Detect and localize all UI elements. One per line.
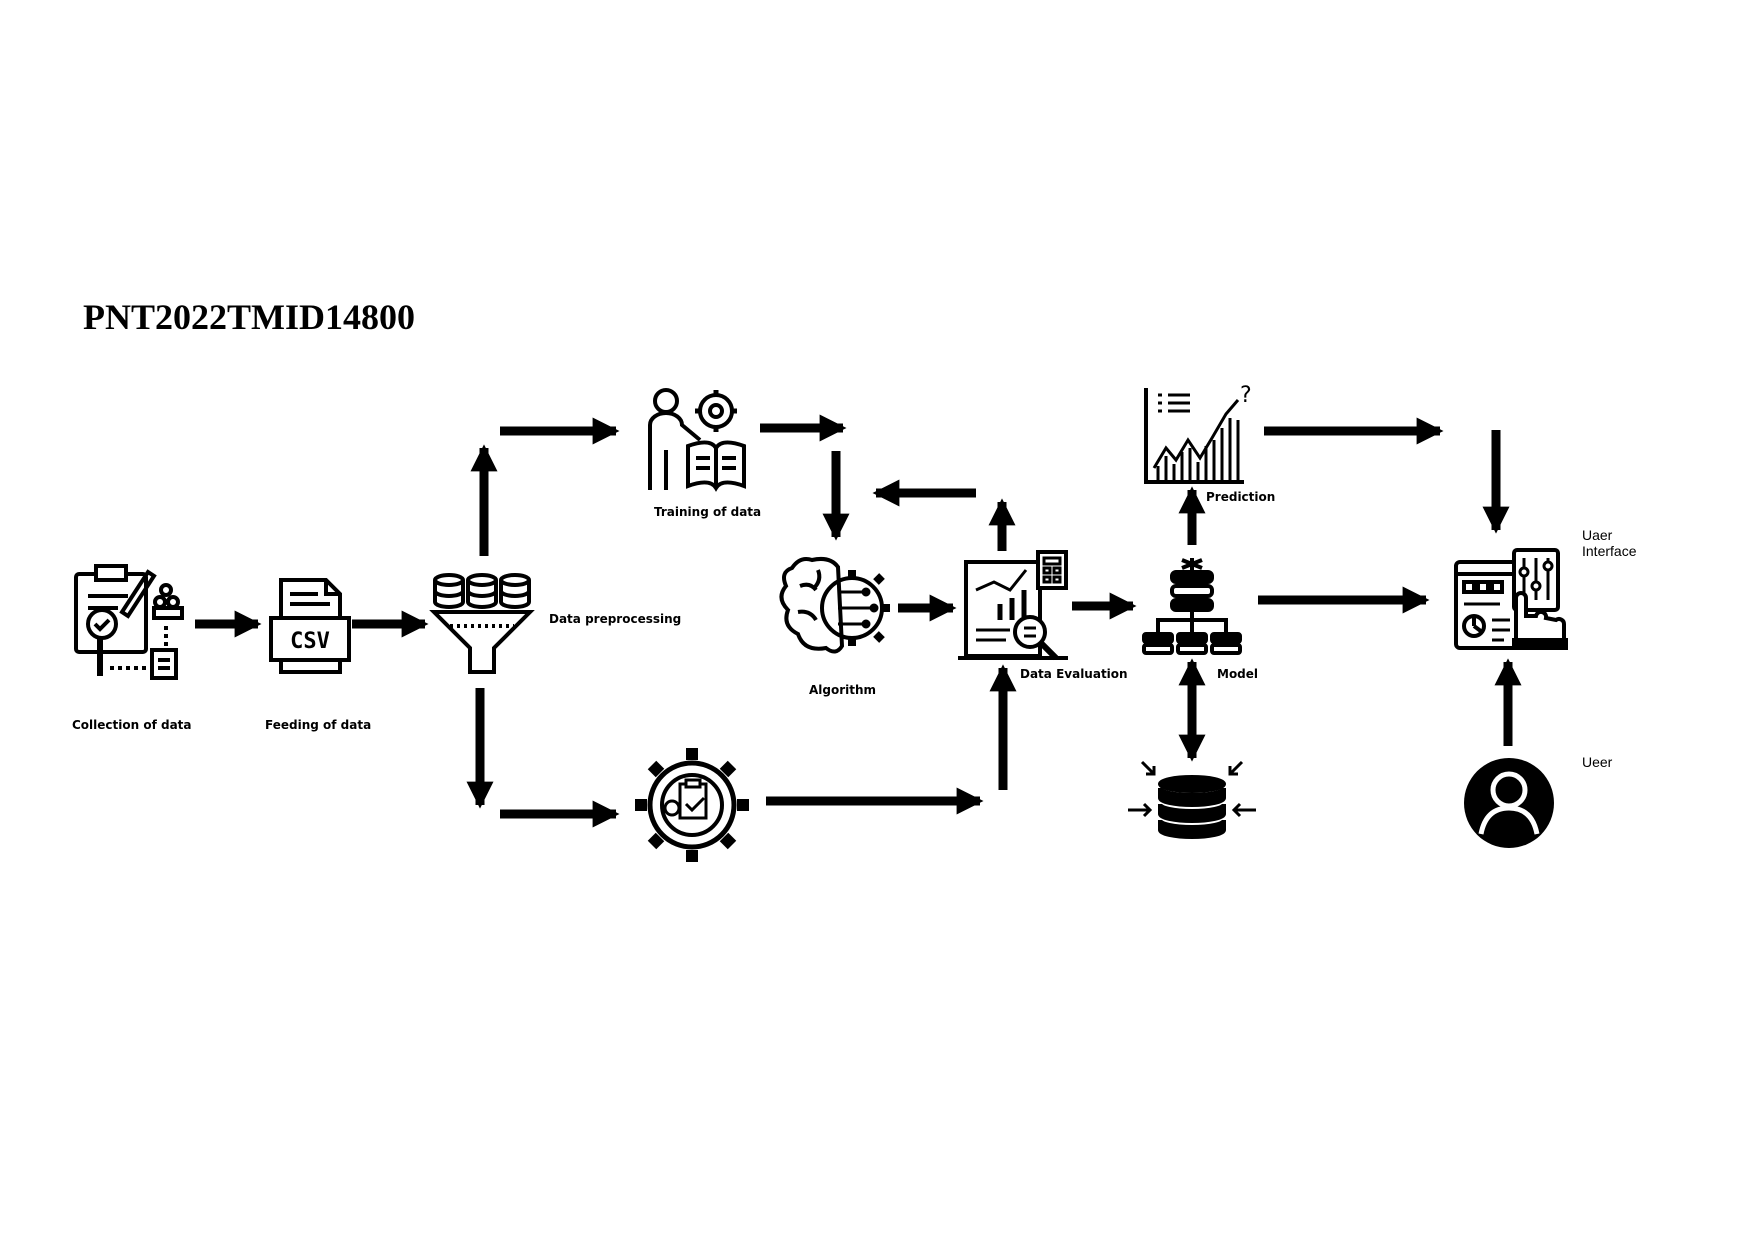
label-user-interface-line1: Uaer [1582,527,1613,543]
server-hierarchy-icon [1142,558,1242,655]
label-algorithm: Algorithm [809,683,877,697]
flow-arrows [195,414,1522,828]
svg-text:?: ? [1240,383,1252,408]
dashboard-hand-icon [1454,548,1568,650]
svg-text:CSV: CSV [290,629,330,654]
label-data-evaluation: Data Evaluation [1020,667,1128,681]
page-title: PNT2022TMID14800 [83,297,415,337]
label-prediction: Prediction [1206,490,1276,504]
gear-clipboard-check-icon [635,748,749,862]
clipboard-research-icon [74,564,184,680]
label-collection-of-data: Collection of data [72,718,192,732]
user-avatar-icon [1464,758,1554,848]
label-user: Ueer [1582,754,1613,770]
label-user-interface: Uaer Interface [1582,527,1636,559]
label-model: Model [1217,667,1259,681]
brain-gear-icon [779,556,890,654]
csv-file-icon: CSV [269,578,351,674]
database-inputs-icon [1128,760,1256,839]
label-feeding-of-data: Feeding of data [265,718,372,732]
report-chart-magnifier-icon [958,550,1068,661]
label-data-preprocessing: Data preprocessing [549,612,682,626]
trainer-book-gear-icon [648,388,746,492]
label-user-interface-line2: Interface [1582,543,1637,559]
label-training-of-data: Training of data [654,505,762,519]
trend-chart-question-icon: ? [1144,383,1252,484]
database-funnel-icon [429,573,535,674]
